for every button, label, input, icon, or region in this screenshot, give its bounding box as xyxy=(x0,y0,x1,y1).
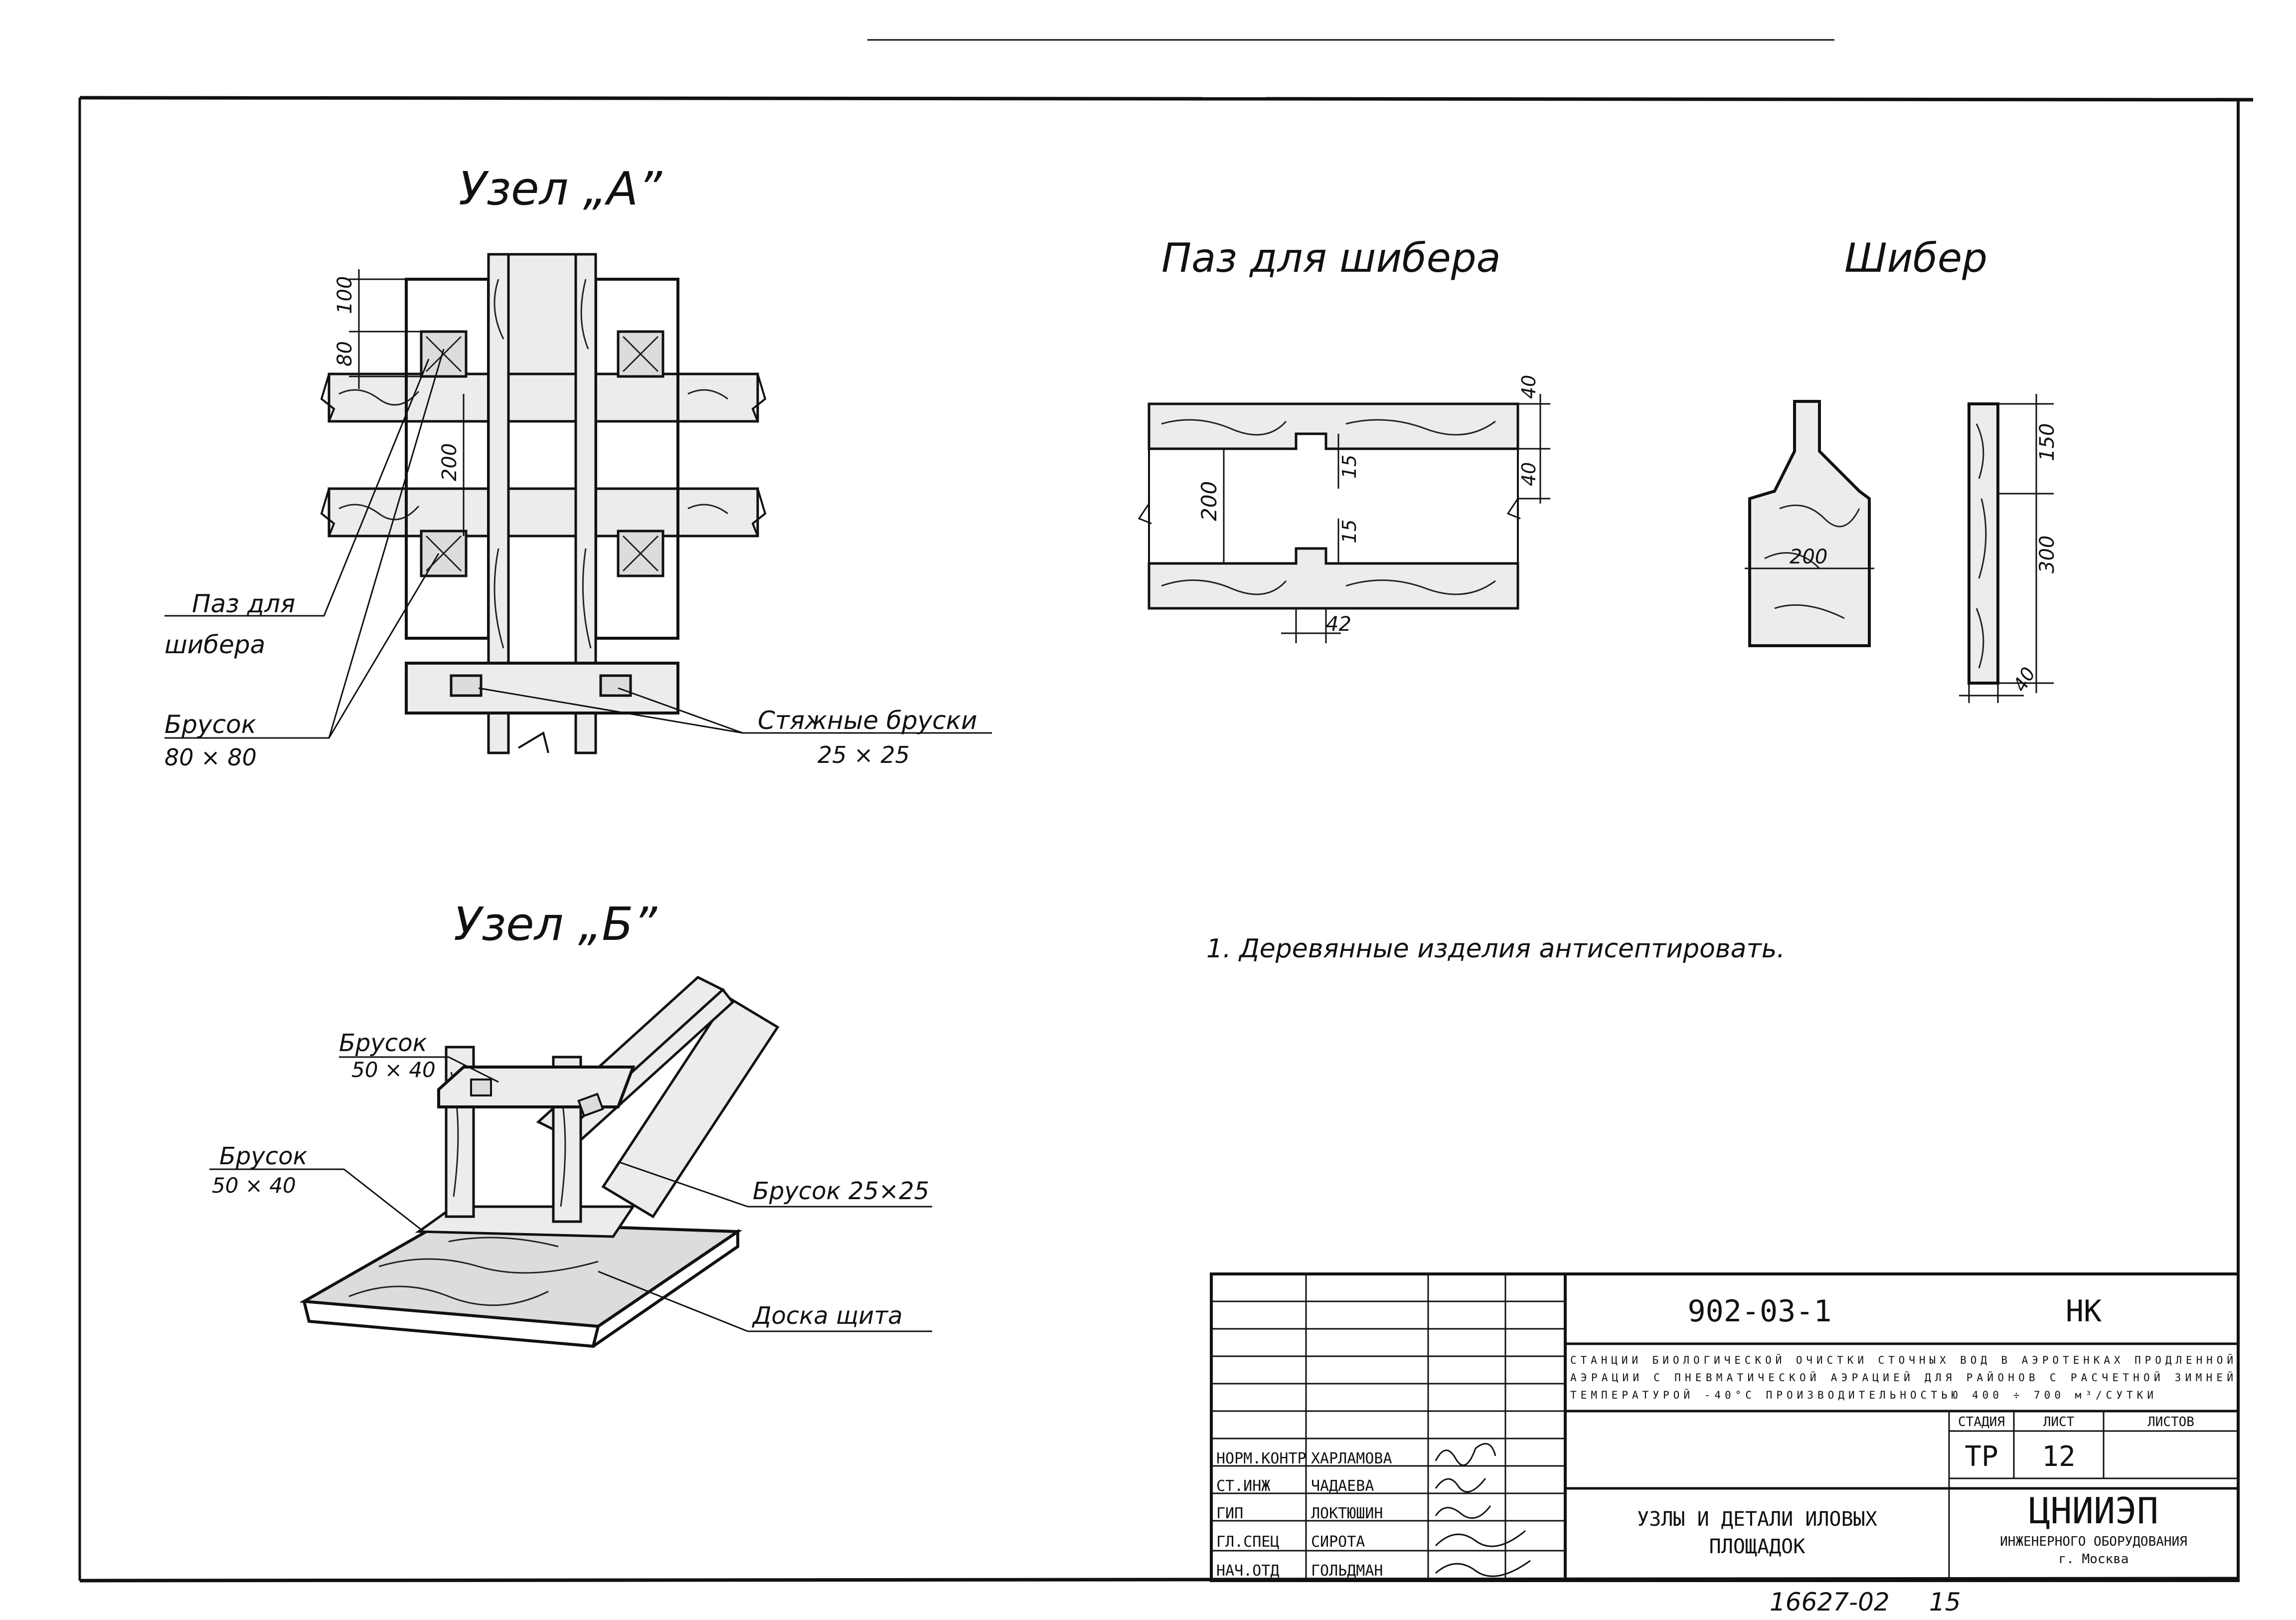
groove-dim-40b: 40 xyxy=(1518,462,1540,486)
tb-city: г. Москва xyxy=(2059,1552,2129,1567)
node-a-dim-100: 100 xyxy=(333,276,356,314)
node-a-label-tie-size: 25 × 25 xyxy=(818,741,910,768)
node-b-label-board: Доска щита xyxy=(752,1302,903,1330)
node-b-label-bar1-size: 50 × 40 xyxy=(351,1058,436,1082)
tb-staff-name: ХАРЛАМОВА xyxy=(1311,1450,1392,1467)
gate-title: Шибер xyxy=(1844,235,1987,281)
tb-code: 902-03-1 xyxy=(1688,1294,1832,1329)
gate-dim-150: 150 xyxy=(2036,423,2059,461)
tb-section: НК xyxy=(2066,1294,2102,1329)
tb-sheet-title-2: ПЛОЩАДОК xyxy=(1709,1535,1805,1558)
node-a-label-bar-size: 80 × 80 xyxy=(164,744,257,771)
node-b-title: Узел „Б” xyxy=(454,898,657,951)
tb-header-sheet: ЛИСТ xyxy=(2043,1415,2075,1430)
tb-sheet-title-1: УЗЛЫ И ДЕТАЛИ ИЛОВЫХ xyxy=(1637,1508,1877,1531)
tb-staff-name: ЧАДАЕВА xyxy=(1311,1477,1374,1495)
title-block: 902-03-1 НК СТАНЦИИ БИОЛОГИЧЕСКОЙ ОЧИСТК… xyxy=(1210,1272,2240,1582)
gate-dim-300: 300 xyxy=(2036,536,2059,573)
tb-project-line-1: СТАНЦИИ БИОЛОГИЧЕСКОЙ ОЧИСТКИ СТОЧНЫХ ВО… xyxy=(1570,1354,2233,1366)
node-b-label-bar2-size: 50 × 40 xyxy=(212,1173,296,1198)
tb-staff-name: ГОЛЬДМАН xyxy=(1311,1562,1383,1580)
tb-header-sheets: ЛИСТОВ xyxy=(2147,1415,2194,1430)
node-a-label-groove-2: шибера xyxy=(164,630,265,659)
tb-staff-name: ЛОКТЮШИН xyxy=(1311,1505,1383,1522)
tb-header-stage: СТАДИЯ xyxy=(1958,1415,2005,1430)
node-b-label-bar3: Брусок 25×25 xyxy=(753,1177,929,1205)
groove-dim-200: 200 xyxy=(1197,481,1221,521)
tb-org-sub: ИНЖЕНЕРНОГО ОБОРУДОВАНИЯ xyxy=(2000,1534,2187,1549)
tb-project-line-2: АЭРАЦИИ С ПНЕВМАТИЧЕСКОЙ АЭРАЦИЕЙ ДЛЯ РА… xyxy=(1570,1371,2233,1384)
tb-signatures xyxy=(1435,1443,1531,1577)
tb-staff-role: ГЛ.СПЕЦ xyxy=(1216,1533,1279,1551)
tb-staff-name: СИРОТА xyxy=(1311,1533,1365,1551)
general-note: 1. Деревянные изделия антисептировать. xyxy=(1206,934,1785,964)
tb-org: ЦНИИЭП xyxy=(2029,1490,2158,1532)
tb-stage: ТР xyxy=(1965,1440,1998,1473)
node-a-dim-80: 80 xyxy=(333,341,356,366)
tb-project-line-3: ТЕМПЕРАТУРОЙ -40°С ПРОИЗВОДИТЕЛЬНОСТЬЮ 4… xyxy=(1570,1389,2153,1401)
node-b-label-bar1: Брусок xyxy=(339,1029,427,1057)
groove-dim-40a: 40 xyxy=(1518,375,1540,399)
node-b-label-bar2: Брусок xyxy=(219,1142,308,1170)
gate-dim-200: 200 xyxy=(1790,545,1827,568)
tb-staff-role: ГИП xyxy=(1216,1505,1243,1522)
tb-staff-role: НОРМ.КОНТР xyxy=(1216,1450,1307,1467)
tb-staff-role: СТ.ИНЖ xyxy=(1216,1477,1270,1495)
groove-drawing: Паз для шибера 40 40 15 15 200 42 xyxy=(1138,235,1550,643)
gate-dim-40: 40 xyxy=(2009,664,2040,696)
tb-staff-table: НОРМ.КОНТР ХАРЛАМОВА СТ.ИНЖ ЧАДАЕВА ГИП … xyxy=(1216,1450,1392,1580)
inventory-number: 16627-02 xyxy=(1770,1588,1890,1617)
node-a-label-tie: Стяжные бруски xyxy=(758,706,977,735)
groove-dim-15a: 15 xyxy=(1338,455,1360,479)
node-a-drawing: Узел „А” 100 80 200 xyxy=(164,162,992,771)
page-number: 15 xyxy=(1929,1588,1961,1617)
tb-staff-role: НАЧ.ОТД xyxy=(1216,1562,1279,1580)
node-a-label-groove-1: Паз для xyxy=(192,589,295,618)
groove-dim-42: 42 xyxy=(1326,613,1351,636)
tb-sheet: 12 xyxy=(2042,1440,2075,1473)
gate-drawing: Шибер 200 150 300 40 xyxy=(1745,235,2059,703)
groove-title: Паз для шибера xyxy=(1161,235,1501,281)
node-a-title: Узел „А” xyxy=(459,162,662,215)
node-a-dim-200: 200 xyxy=(438,443,461,481)
node-b-drawing: Узел „Б” Брусок 50 × 40 Брусок 50 × 40 Б… xyxy=(209,898,932,1348)
node-a-label-bar: Брусок xyxy=(164,710,256,739)
groove-dim-15b: 15 xyxy=(1338,520,1360,543)
